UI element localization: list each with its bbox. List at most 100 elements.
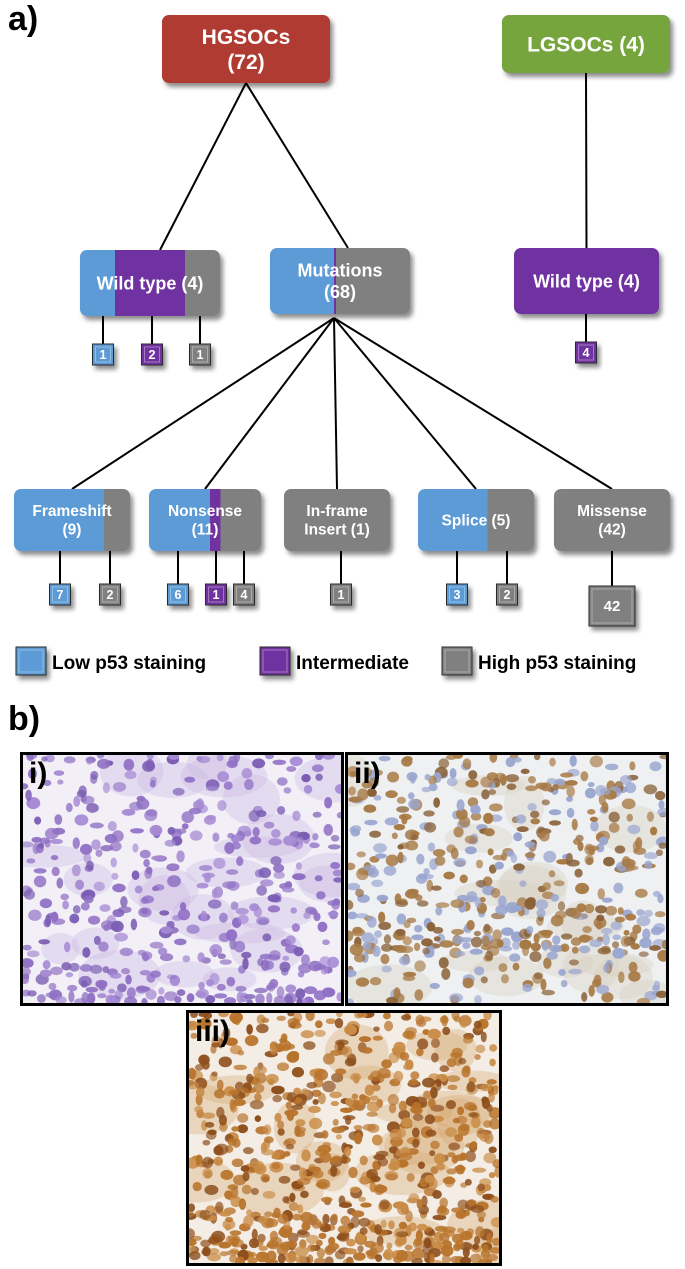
count-box-nonsense-2-label: 4 <box>241 588 248 602</box>
edge-hgsoc-wildtype <box>159 82 247 251</box>
count-box-nonsense-2-fill <box>233 583 255 606</box>
count-box-hg_wild-1-bevel <box>144 346 160 363</box>
micrograph-label-ii: ii) <box>354 757 381 790</box>
count-box-hg_wild-0-label: 1 <box>100 348 107 362</box>
count-box-nonsense-1: 1 <box>205 583 227 606</box>
count-box-frameshift-0-fill <box>49 583 71 606</box>
count-box-lg_wild-0-bevel <box>578 344 594 361</box>
legend-swatch-intermediate-bevel <box>262 649 288 673</box>
count-box-splice-1-bevel <box>499 586 515 603</box>
node-frameshift-label-2: (9) <box>63 522 82 539</box>
node-lgsoc-box <box>502 15 670 73</box>
node-frameshift-box <box>14 489 130 551</box>
node-mutations-label-2: (68) <box>324 282 356 302</box>
edge-mutations-nonsense <box>204 317 335 490</box>
micrograph-high: iii) <box>186 1010 502 1266</box>
node-splice-box <box>418 489 534 551</box>
node-hg_wild: Wild type (4) <box>80 250 220 316</box>
node-nonsense-label-2: (11) <box>192 522 219 539</box>
node-splice: Splice (5) <box>418 489 534 551</box>
edge-mutations-missense <box>333 317 613 490</box>
tree-connectors <box>71 72 613 490</box>
edge-lgsoc-wildtype <box>585 72 588 249</box>
node-frameshift-label-1: Frameshift <box>32 503 111 520</box>
tree-nodes: HGSOCs(72)LGSOCs (4)Wild type (4)Mutatio… <box>14 15 670 551</box>
node-lg_wild: Wild type (4) <box>514 248 659 314</box>
count-box-nonsense-1-label: 1 <box>213 588 220 602</box>
count-box-splice-1-label: 2 <box>504 588 511 602</box>
count-box-hg_wild-2-bevel <box>192 346 208 363</box>
legend-swatch-high-bevel <box>444 649 470 673</box>
node-nonsense: Nonsense (11) <box>149 489 261 551</box>
node-hg_wild-label-1: Wild type (4) <box>97 273 204 293</box>
count-box-splice-0-fill <box>446 583 468 606</box>
count-box-inframe-0-fill <box>330 583 352 606</box>
edge-mutations-frameshift <box>71 317 335 490</box>
panel-label-a: a) <box>8 0 39 38</box>
legend-item-high: High p53 staining <box>441 646 636 676</box>
node-mutations-box <box>270 248 410 314</box>
count-box-hg_wild-1-fill <box>141 343 163 366</box>
legend-swatch-high-fill <box>441 646 473 676</box>
micrograph-label-iii: iii) <box>195 1015 230 1048</box>
count-box-nonsense-0-fill <box>167 583 189 606</box>
node-hgsoc-label-1: HGSOCs <box>202 26 291 49</box>
legend-item-intermediate: Intermediate <box>259 646 409 676</box>
micrograph-intermediate: ii) <box>345 752 669 1006</box>
edge-mutations-inframe <box>333 317 338 490</box>
node-lgsoc-label-1: LGSOCs (4) <box>527 33 645 56</box>
count-box-frameshift-1-fill <box>99 583 121 606</box>
count-box-lg_wild-0-label: 4 <box>583 346 590 360</box>
count-box-hg_wild-2: 1 <box>189 343 211 366</box>
legend-label-intermediate: Intermediate <box>296 653 409 674</box>
node-lgsoc: LGSOCs (4) <box>502 15 670 73</box>
count-box-lg_wild-0-fill <box>575 341 597 364</box>
node-frameshift: Frameshift (9) <box>14 489 130 551</box>
node-missense-box <box>554 489 670 551</box>
panel-label-b: b) <box>8 700 41 738</box>
count-box-nonsense-0-bevel <box>170 586 186 603</box>
count-box-frameshift-1: 2 <box>99 583 121 606</box>
count-box-splice-0-label: 3 <box>454 588 461 602</box>
count-box-missense-0-fill <box>588 585 636 627</box>
legend-swatch-low-fill <box>15 646 47 676</box>
node-lg_wild-box <box>514 248 659 314</box>
node-missense-label-1: Missense <box>577 503 647 520</box>
count-box-hg_wild-0-fill <box>92 343 114 366</box>
node-nonsense-label-1: Nonsense <box>168 503 242 520</box>
micrograph-negative: i) <box>20 752 344 1006</box>
node-missense: Missense (42) <box>554 489 670 551</box>
count-box-lg_wild-0: 4 <box>575 341 597 364</box>
micrograph-label-i: i) <box>29 757 48 790</box>
count-box-frameshift-1-bevel <box>102 586 118 603</box>
node-hgsoc-box <box>162 15 330 83</box>
count-box-nonsense-0: 6 <box>167 583 189 606</box>
node-mutations: Mutations(68) <box>270 248 410 314</box>
count-box-splice-0-bevel <box>449 586 465 603</box>
legend-swatch-low <box>15 646 47 676</box>
edge-mutations-splice <box>333 317 477 490</box>
count-box-hg_wild-1: 2 <box>141 343 163 366</box>
count-box-hg_wild-0-bevel <box>95 346 111 363</box>
count-box-frameshift-0: 7 <box>49 583 71 606</box>
count-box-nonsense-2: 4 <box>233 583 255 606</box>
count-box-splice-1-fill <box>496 583 518 606</box>
micrograph-image-iii <box>189 1013 499 1263</box>
count-box-hg_wild-0: 1 <box>92 343 114 366</box>
count-box-splice-0: 3 <box>446 583 468 606</box>
node-missense-label-2: (42) <box>598 522 626 539</box>
legend-label-low: Low p53 staining <box>52 653 206 674</box>
count-box-inframe-0-bevel <box>333 586 349 603</box>
count-box-nonsense-1-fill <box>205 583 227 606</box>
legend-swatch-high <box>441 646 473 676</box>
count-box-hg_wild-2-label: 1 <box>197 348 204 362</box>
edge-hgsoc-mutations <box>245 82 349 249</box>
count-box-frameshift-0-bevel <box>52 586 68 603</box>
node-nonsense-box <box>149 489 261 551</box>
count-box-frameshift-1-label: 2 <box>107 588 114 602</box>
node-splice-label-1: Splice (5) <box>442 512 511 529</box>
node-mutations-label-1: Mutations <box>298 261 383 281</box>
node-inframe-box <box>284 489 390 551</box>
count-box-nonsense-2-bevel <box>236 586 252 603</box>
